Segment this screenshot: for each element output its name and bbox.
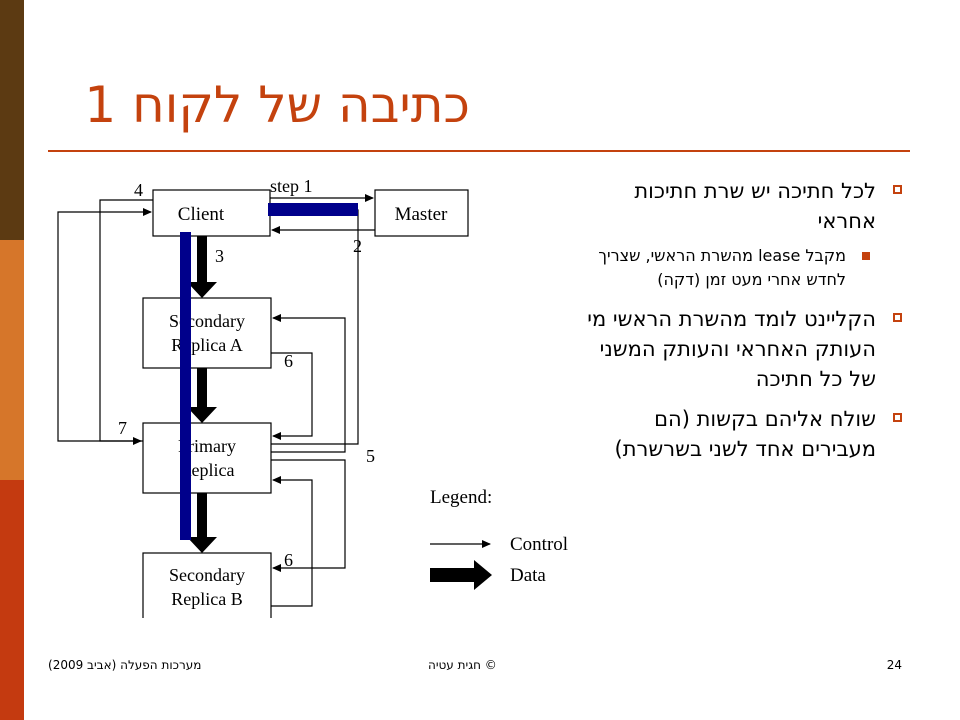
label-4: 4 — [134, 180, 143, 200]
footer-copyright: © חגית עטיה — [428, 658, 497, 672]
left-bar-bottom — [0, 480, 24, 720]
secondary-replica-b-box — [142, 552, 272, 618]
control-arrow-6-b — [271, 476, 313, 607]
label-6-b: 6 — [284, 550, 293, 570]
left-bar-middle — [0, 240, 24, 480]
label-5: 5 — [366, 446, 375, 466]
primary-label-line2: Replica — [180, 460, 235, 480]
primary-label-line1: Primary — [178, 436, 236, 456]
bullet-text: לכל חתיכה יש שרת חתיכות אחראי — [634, 179, 876, 233]
filled-square-bullet-icon — [862, 252, 870, 260]
bullet-list: לכל חתיכה יש שרת חתיכות אחראי מקבל lease… — [580, 176, 906, 474]
sub-bullet-text: מקבל lease מהשרת הראשי, שצריך לחדש אחרי … — [598, 246, 846, 289]
data-path-highlight-vertical — [180, 232, 191, 540]
control-arrow-primary-to-secondary-b — [271, 459, 346, 572]
label-6-a: 6 — [284, 351, 293, 371]
label-3: 3 — [215, 246, 224, 266]
slide-title: כתיבה של לקוח 1 — [84, 76, 470, 134]
square-bullet-icon — [893, 185, 902, 194]
footer-page-number: 24 — [886, 658, 902, 672]
square-bullet-icon — [893, 413, 902, 422]
left-bar-top — [0, 0, 24, 240]
data-arrow-secondary-a-to-primary — [187, 368, 217, 423]
primary-replica-box — [142, 422, 272, 494]
bullet-text: שולח אליהם בקשות (הם מעבירים אחד לשני בש… — [614, 407, 877, 461]
client-box — [152, 189, 271, 237]
control-arrow-7 — [57, 208, 152, 442]
title-underline — [48, 150, 910, 152]
master-box — [374, 189, 469, 237]
legend-control-label: Control — [510, 534, 568, 555]
data-arrow-primary-to-secondary-b — [187, 493, 217, 553]
legend-title: Legend: — [430, 487, 492, 508]
square-bullet-icon — [893, 313, 902, 322]
left-color-bar — [0, 0, 24, 720]
label-7: 7 — [118, 418, 127, 438]
label-2: 2 — [353, 236, 362, 256]
legend-data-label: Data — [510, 565, 546, 586]
sub-bullet-item: מקבל lease מהשרת הראשי, שצריך לחדש אחרי … — [580, 244, 876, 292]
gfs-write-flow-diagram: Client Master Secondary Replica A Primar… — [57, 176, 568, 618]
bullet-item: שולח אליהם בקשות (הם מעבירים אחד לשני בש… — [580, 404, 906, 464]
secondary-replica-a-box — [142, 297, 272, 369]
bullet-item: לכל חתיכה יש שרת חתיכות אחראי — [580, 176, 906, 236]
control-arrow-6-a — [271, 352, 313, 440]
legend-data-arrow — [430, 560, 492, 590]
label-step1: step 1 — [270, 176, 313, 196]
bullet-item: הקליינט לומד מהשרת הראשי מי העותק האחראי… — [580, 304, 906, 394]
client-label: Client — [178, 204, 225, 225]
data-path-highlight-horizontal — [268, 203, 358, 216]
slide-footer: מערכות הפעלה (אביב 2009) © חגית עטיה 24 — [48, 658, 910, 678]
control-arrow-primary-to-secondary-a — [271, 314, 346, 453]
footer-course: מערכות הפעלה (אביב 2009) — [48, 658, 202, 672]
data-arrow-client-to-secondary-a — [187, 236, 217, 298]
bullet-text: הקליינט לומד מהשרת הראשי מי העותק האחראי… — [587, 307, 876, 391]
master-label: Master — [395, 204, 448, 225]
secondary-b-label-line1: Secondary — [169, 565, 245, 585]
secondary-b-label-line2: Replica B — [171, 589, 242, 609]
